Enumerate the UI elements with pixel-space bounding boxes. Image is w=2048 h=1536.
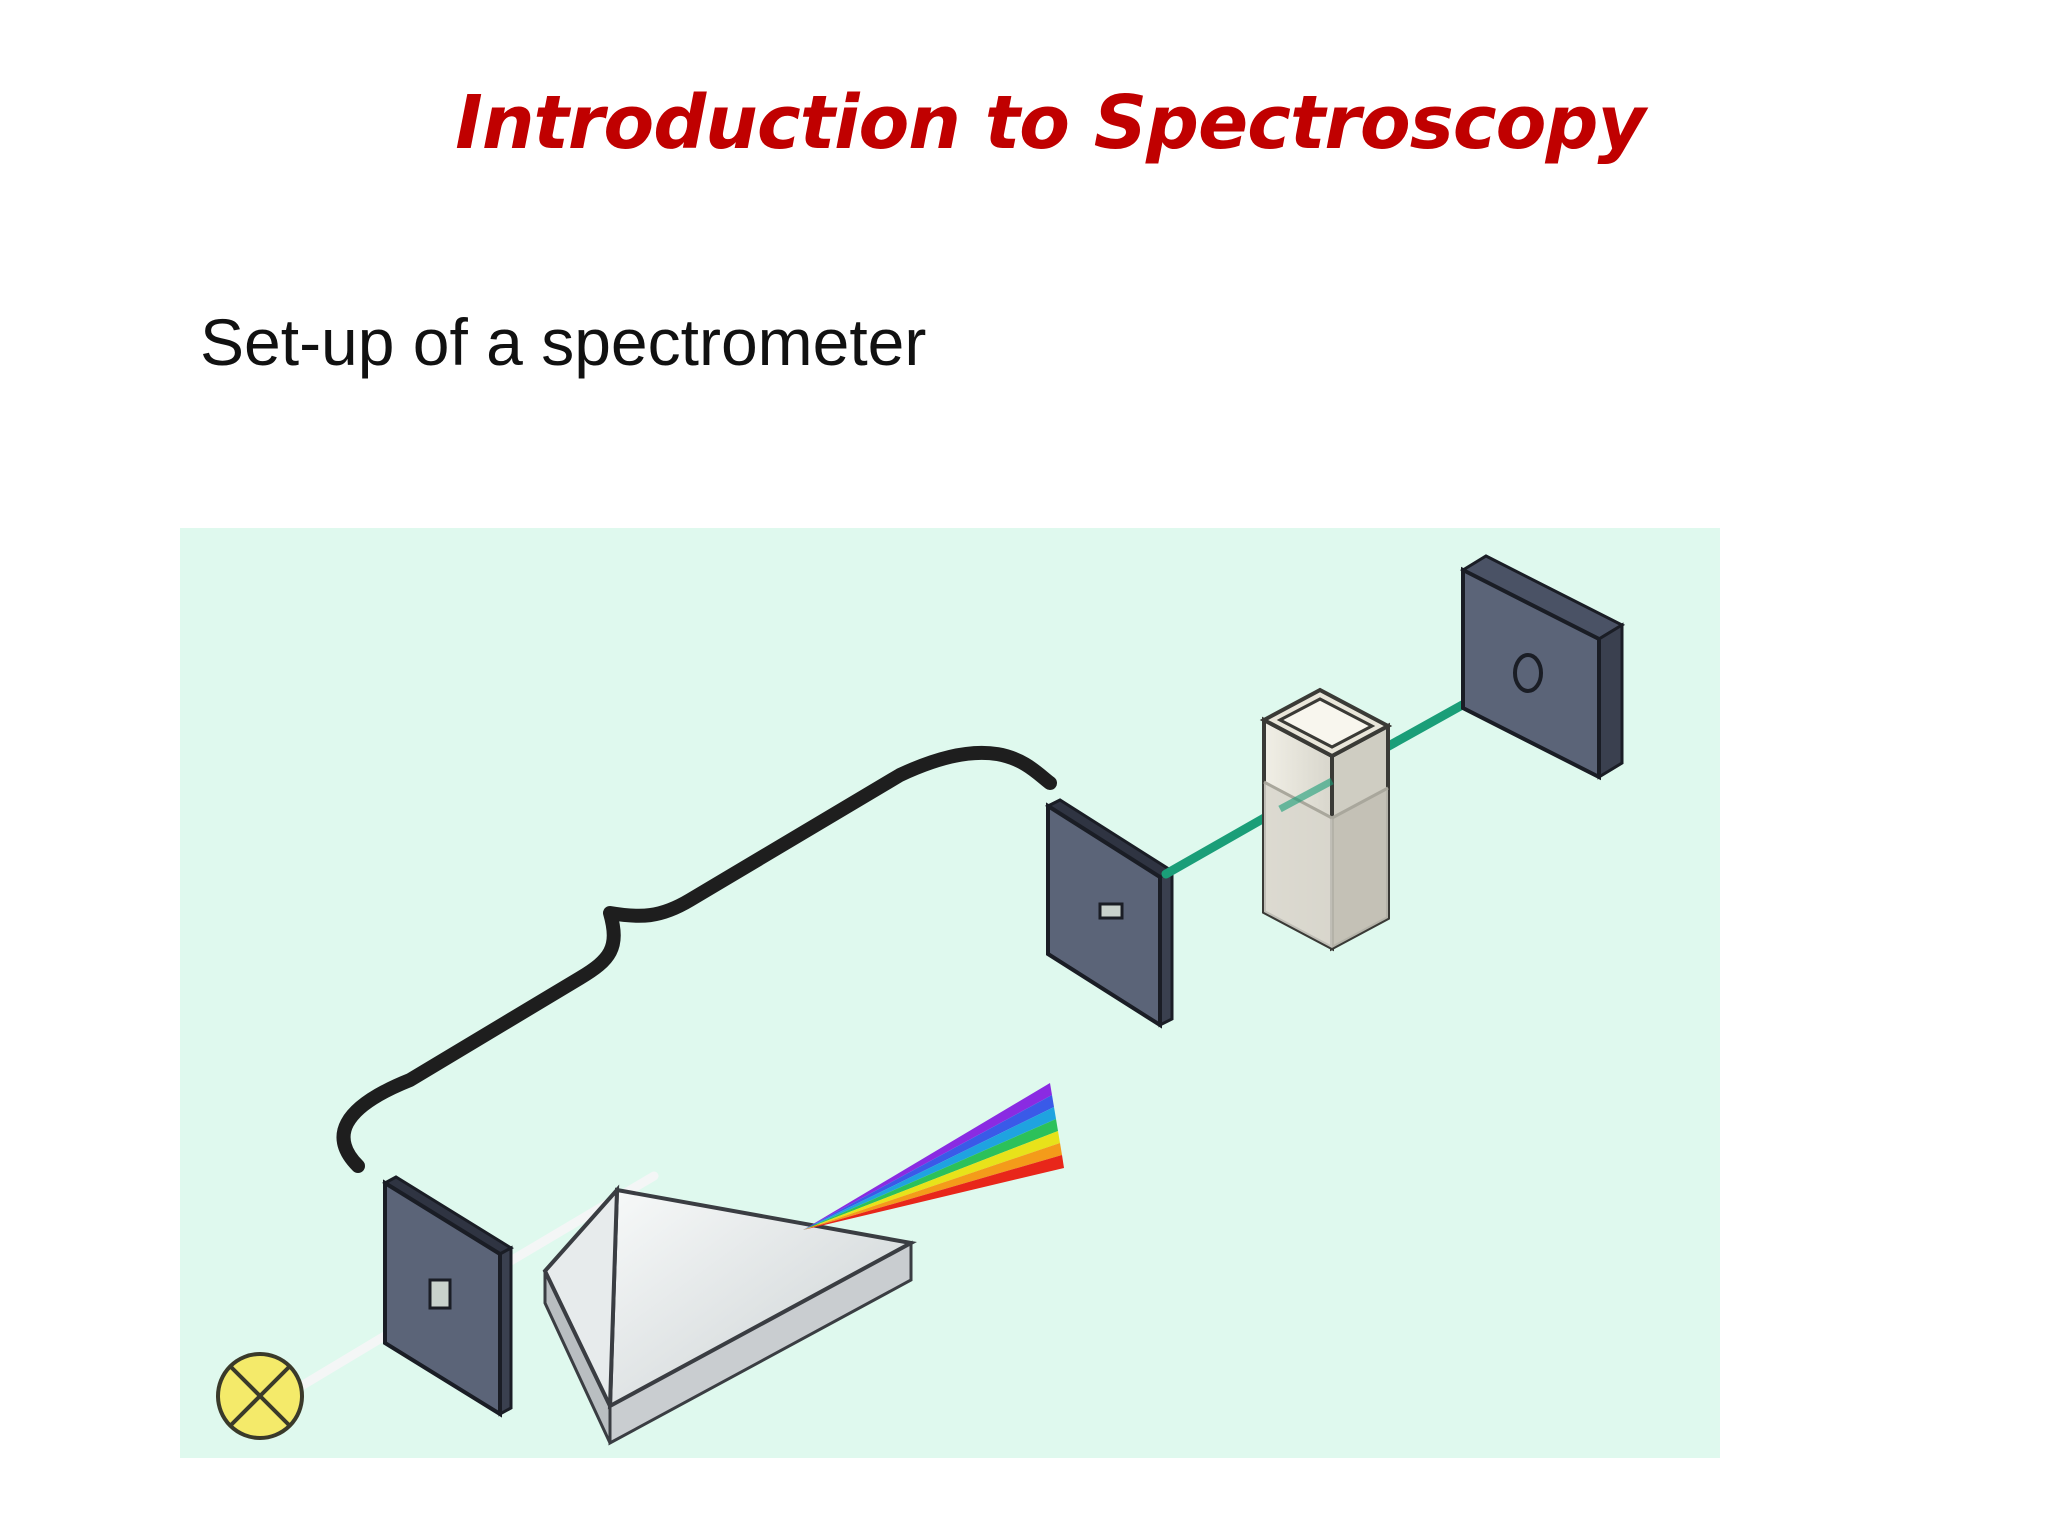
slide-subtitle: Set-up of a spectrometer [200,305,927,379]
light-source-icon [216,1352,304,1440]
dispersed-spectrum [803,1083,1064,1230]
prism-icon [542,1184,917,1446]
spectrometer-diagram [180,528,1720,1458]
monochromator-brace-icon [336,745,1057,1173]
exit-slit-icon [1044,798,1176,1029]
entrance-slit-icon [382,1175,514,1418]
slide-title: Introduction to Spectroscopy [455,80,1645,166]
detector-icon [1459,554,1626,781]
cuvette-icon [1259,687,1393,952]
